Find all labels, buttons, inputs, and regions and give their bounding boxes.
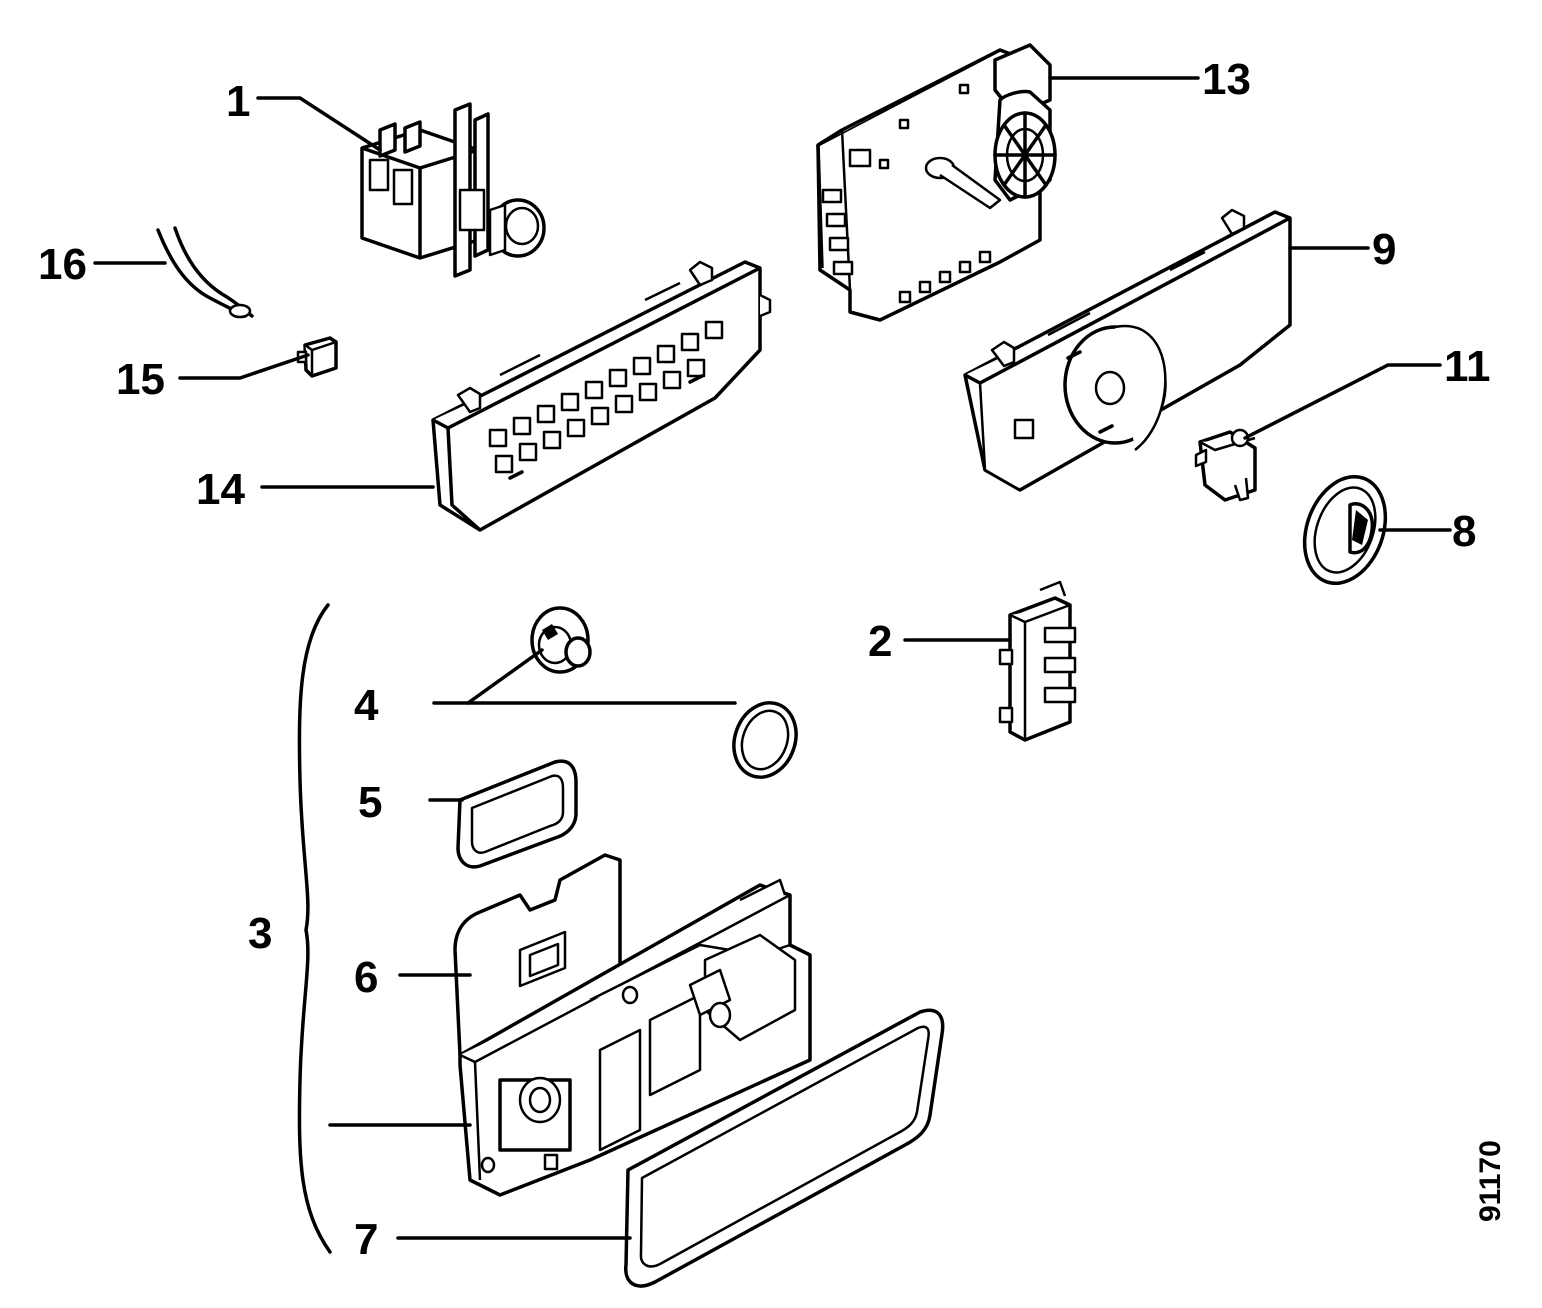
part-11-lamp [1194,428,1257,502]
part-8-knob [1302,474,1388,586]
keypad-buttons [488,320,724,474]
callout-5: 5 [358,778,382,827]
callout-9: 9 [1372,225,1396,274]
callout-14: 14 [196,465,245,514]
callout-6: 6 [354,953,378,1002]
callout-1: 1 [226,77,250,126]
part-4-o-ring [732,701,798,779]
part-2-door-switch [998,580,1077,742]
callout-7: 7 [354,1215,378,1264]
leader-lines [93,76,1452,1240]
reference-code: 91170 [1474,1140,1507,1222]
part-15-clip [296,336,338,378]
callout-4: 4 [354,681,379,730]
callout-11: 11 [1444,342,1491,391]
part-5-gasket [456,759,578,869]
part-1-switch [360,102,546,278]
part-16-wire [156,226,254,319]
part-9-timer-panel [963,208,1292,492]
callout-13: 13 [1202,55,1251,104]
callout-3: 3 [248,909,272,958]
callout-15: 15 [116,355,165,404]
callout-2: 2 [868,617,892,666]
part-7-gasket [624,1008,945,1288]
part-6-dispenser-lid [453,853,622,1057]
callout-8: 8 [1452,507,1476,556]
timer-gear-teeth [993,111,1057,199]
part-4-rotor [530,606,592,674]
brace-3 [297,603,332,1254]
part-13-timer [816,43,1057,322]
part-3-dispenser-body [458,878,812,1197]
callout-16: 16 [38,240,87,289]
part-14-keypad-panel [431,260,772,532]
